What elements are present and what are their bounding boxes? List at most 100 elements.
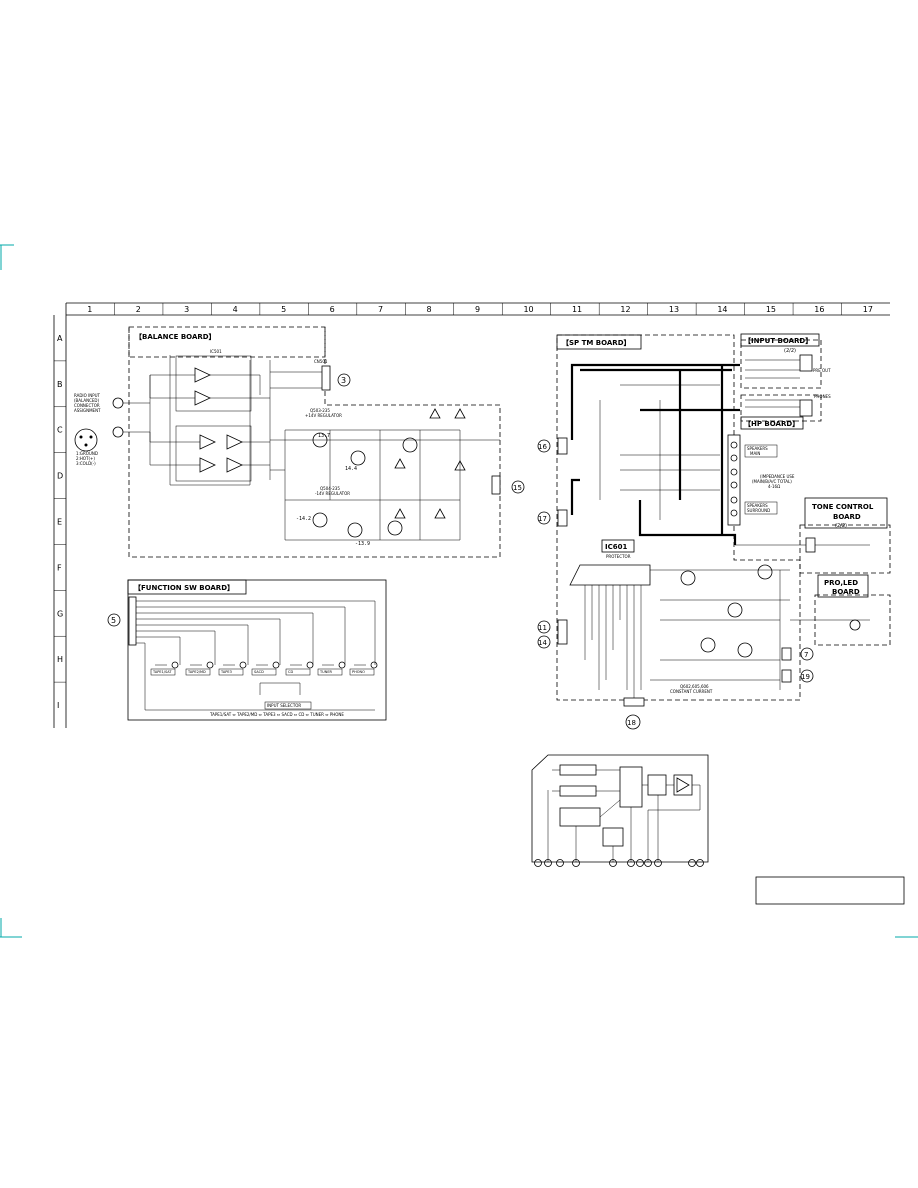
function-switch-label: TUNER: [319, 670, 333, 674]
tone-control-sub: (2/2): [835, 523, 847, 529]
grid-row-label: D: [57, 472, 63, 481]
block-diagram-pin: [609, 859, 617, 867]
connector-18-label: 18: [627, 719, 636, 727]
grid-row-label: E: [57, 518, 62, 527]
function-switch-label: PHONO: [352, 670, 365, 674]
voltage-v2: 14.4: [345, 466, 357, 472]
function-switch: TUNER: [317, 661, 346, 676]
connector-14-label: 14: [538, 639, 547, 647]
balance-power-connector: [491, 475, 501, 495]
function-sw-connector: [128, 596, 137, 646]
balance-wiring: [123, 355, 500, 486]
block-diagram-pin: [534, 859, 542, 867]
connector-11-label: 11: [538, 624, 547, 632]
grid-column-label: 7: [378, 305, 383, 314]
connector-7-label: 7: [804, 651, 808, 659]
function-switch: TAPE2/MD: [185, 661, 214, 676]
svg-text:CN501: CN501: [314, 359, 328, 364]
balance-board: 【BALANCE BOARD】 RADIO INPUT(BALANCED)CON…: [74, 326, 525, 558]
connector-5-label: 5: [111, 616, 116, 625]
input-jack-1: [112, 397, 124, 409]
connector-16-label: 16: [538, 443, 547, 451]
ic601-label: IC601: [605, 543, 627, 551]
sp-tm-board: 【SP TM BOARD】 【INPUT BOARD】 (2/2) PRE OU…: [537, 333, 891, 730]
connector-16-marker: [537, 439, 551, 453]
grid-column-label: 14: [717, 305, 727, 314]
connector-block-16: [557, 437, 568, 455]
connector-11-marker: [537, 620, 551, 634]
voltage-v1: 13.7: [318, 433, 330, 439]
voltage-v3: -14.2: [296, 516, 311, 522]
ic601-body: [569, 564, 651, 586]
grid-column-label: 2: [136, 305, 141, 314]
function-switch: TAPE3: [218, 661, 247, 676]
input-jack-2: [112, 426, 124, 438]
regulator-section: Q503-235+14V REGULATOR Q504-235-14V REGU…: [284, 408, 466, 547]
title-box: [755, 876, 905, 905]
block-diagram-pin: [627, 859, 635, 867]
grid-column-label: 15: [766, 305, 776, 314]
pos-regulator-label: Q503-235+14V REGULATOR: [305, 408, 342, 418]
neg-regulator-label: Q504-235-14V REGULATOR: [315, 486, 350, 496]
phones-label: PHONES: [814, 394, 831, 399]
function-switch-label: SACD: [254, 670, 264, 674]
function-sw-sequence: TAPE1/SAT ⇔ TAPE2/MD ⇔ TAPE3 ⇔ SACD ⇔ CD…: [209, 712, 344, 717]
connector-15-marker: [511, 480, 525, 494]
impedance-label: (IMPEDANCE USE(MAIN/B/A/C TOTAL)4-16Ω: [752, 474, 795, 489]
pro-led-title-2: BOARD: [832, 588, 860, 596]
connector-7-marker: [800, 647, 814, 661]
grid-column-label: 16: [814, 305, 824, 314]
speaker-terminal-block: [727, 434, 741, 526]
grid-column-label: 9: [475, 305, 480, 314]
grid-row-label: F: [57, 563, 62, 572]
grid-row-label: G: [57, 609, 63, 618]
grid-column-label: 1: [87, 305, 92, 314]
grid-row-label: A: [57, 334, 63, 343]
connector-18-marker: [625, 714, 641, 730]
voltage-v4: -13.9: [355, 541, 370, 547]
connector-block-17: [557, 509, 568, 527]
input-board-title: 【INPUT BOARD】: [744, 337, 812, 345]
connector-15-label: 15: [513, 484, 522, 492]
ic501-label: IC501: [210, 349, 222, 354]
function-switch: SACD: [251, 661, 280, 676]
pre-out-label: PRE OUT: [813, 368, 831, 373]
block-diagram-pins: [534, 859, 704, 867]
xlr-jack: [74, 428, 98, 452]
function-switch-label: TAPE3: [220, 670, 232, 674]
tone-control-title: TONE CONTROL: [812, 503, 874, 511]
hp-board-title: 【HP BOARD】: [744, 420, 799, 428]
function-switch-label: CD: [288, 670, 293, 674]
connector-14-marker: [537, 635, 551, 649]
function-switch: CD: [285, 661, 314, 676]
function-switch-label: TAPE2/MD: [187, 670, 206, 674]
sp-tm-transistors: [650, 564, 790, 690]
function-switch: TAPE1/SAT: [150, 661, 179, 676]
grid-column-label: 11: [572, 305, 582, 314]
function-switch: PHONO: [349, 661, 378, 676]
balance-board-title: 【BALANCE BOARD】: [135, 333, 216, 341]
tone-control-title-2: BOARD: [833, 513, 861, 521]
input-board-sub: (2/2): [784, 348, 796, 354]
grid-column-label: 3: [184, 305, 189, 314]
grid-row-label: B: [57, 380, 63, 389]
grid-column-label: 12: [620, 305, 630, 314]
op-amp-group: IC501: [175, 349, 252, 482]
block-diagram-pin: [572, 859, 580, 867]
balance-output-connector: [321, 365, 331, 391]
ic601-title-box: [601, 539, 635, 553]
connector-19-label: 19: [801, 673, 810, 681]
grid-column-label: 13: [669, 305, 679, 314]
grid-column-label: 4: [233, 305, 238, 314]
connector-block-19: [781, 669, 792, 683]
function-switch-label: TAPE1/SAT: [152, 670, 172, 674]
ic601-sub: PROTECTOR: [606, 554, 631, 559]
grid-row-label: I: [57, 701, 59, 710]
grid-column-label: 5: [281, 305, 286, 314]
